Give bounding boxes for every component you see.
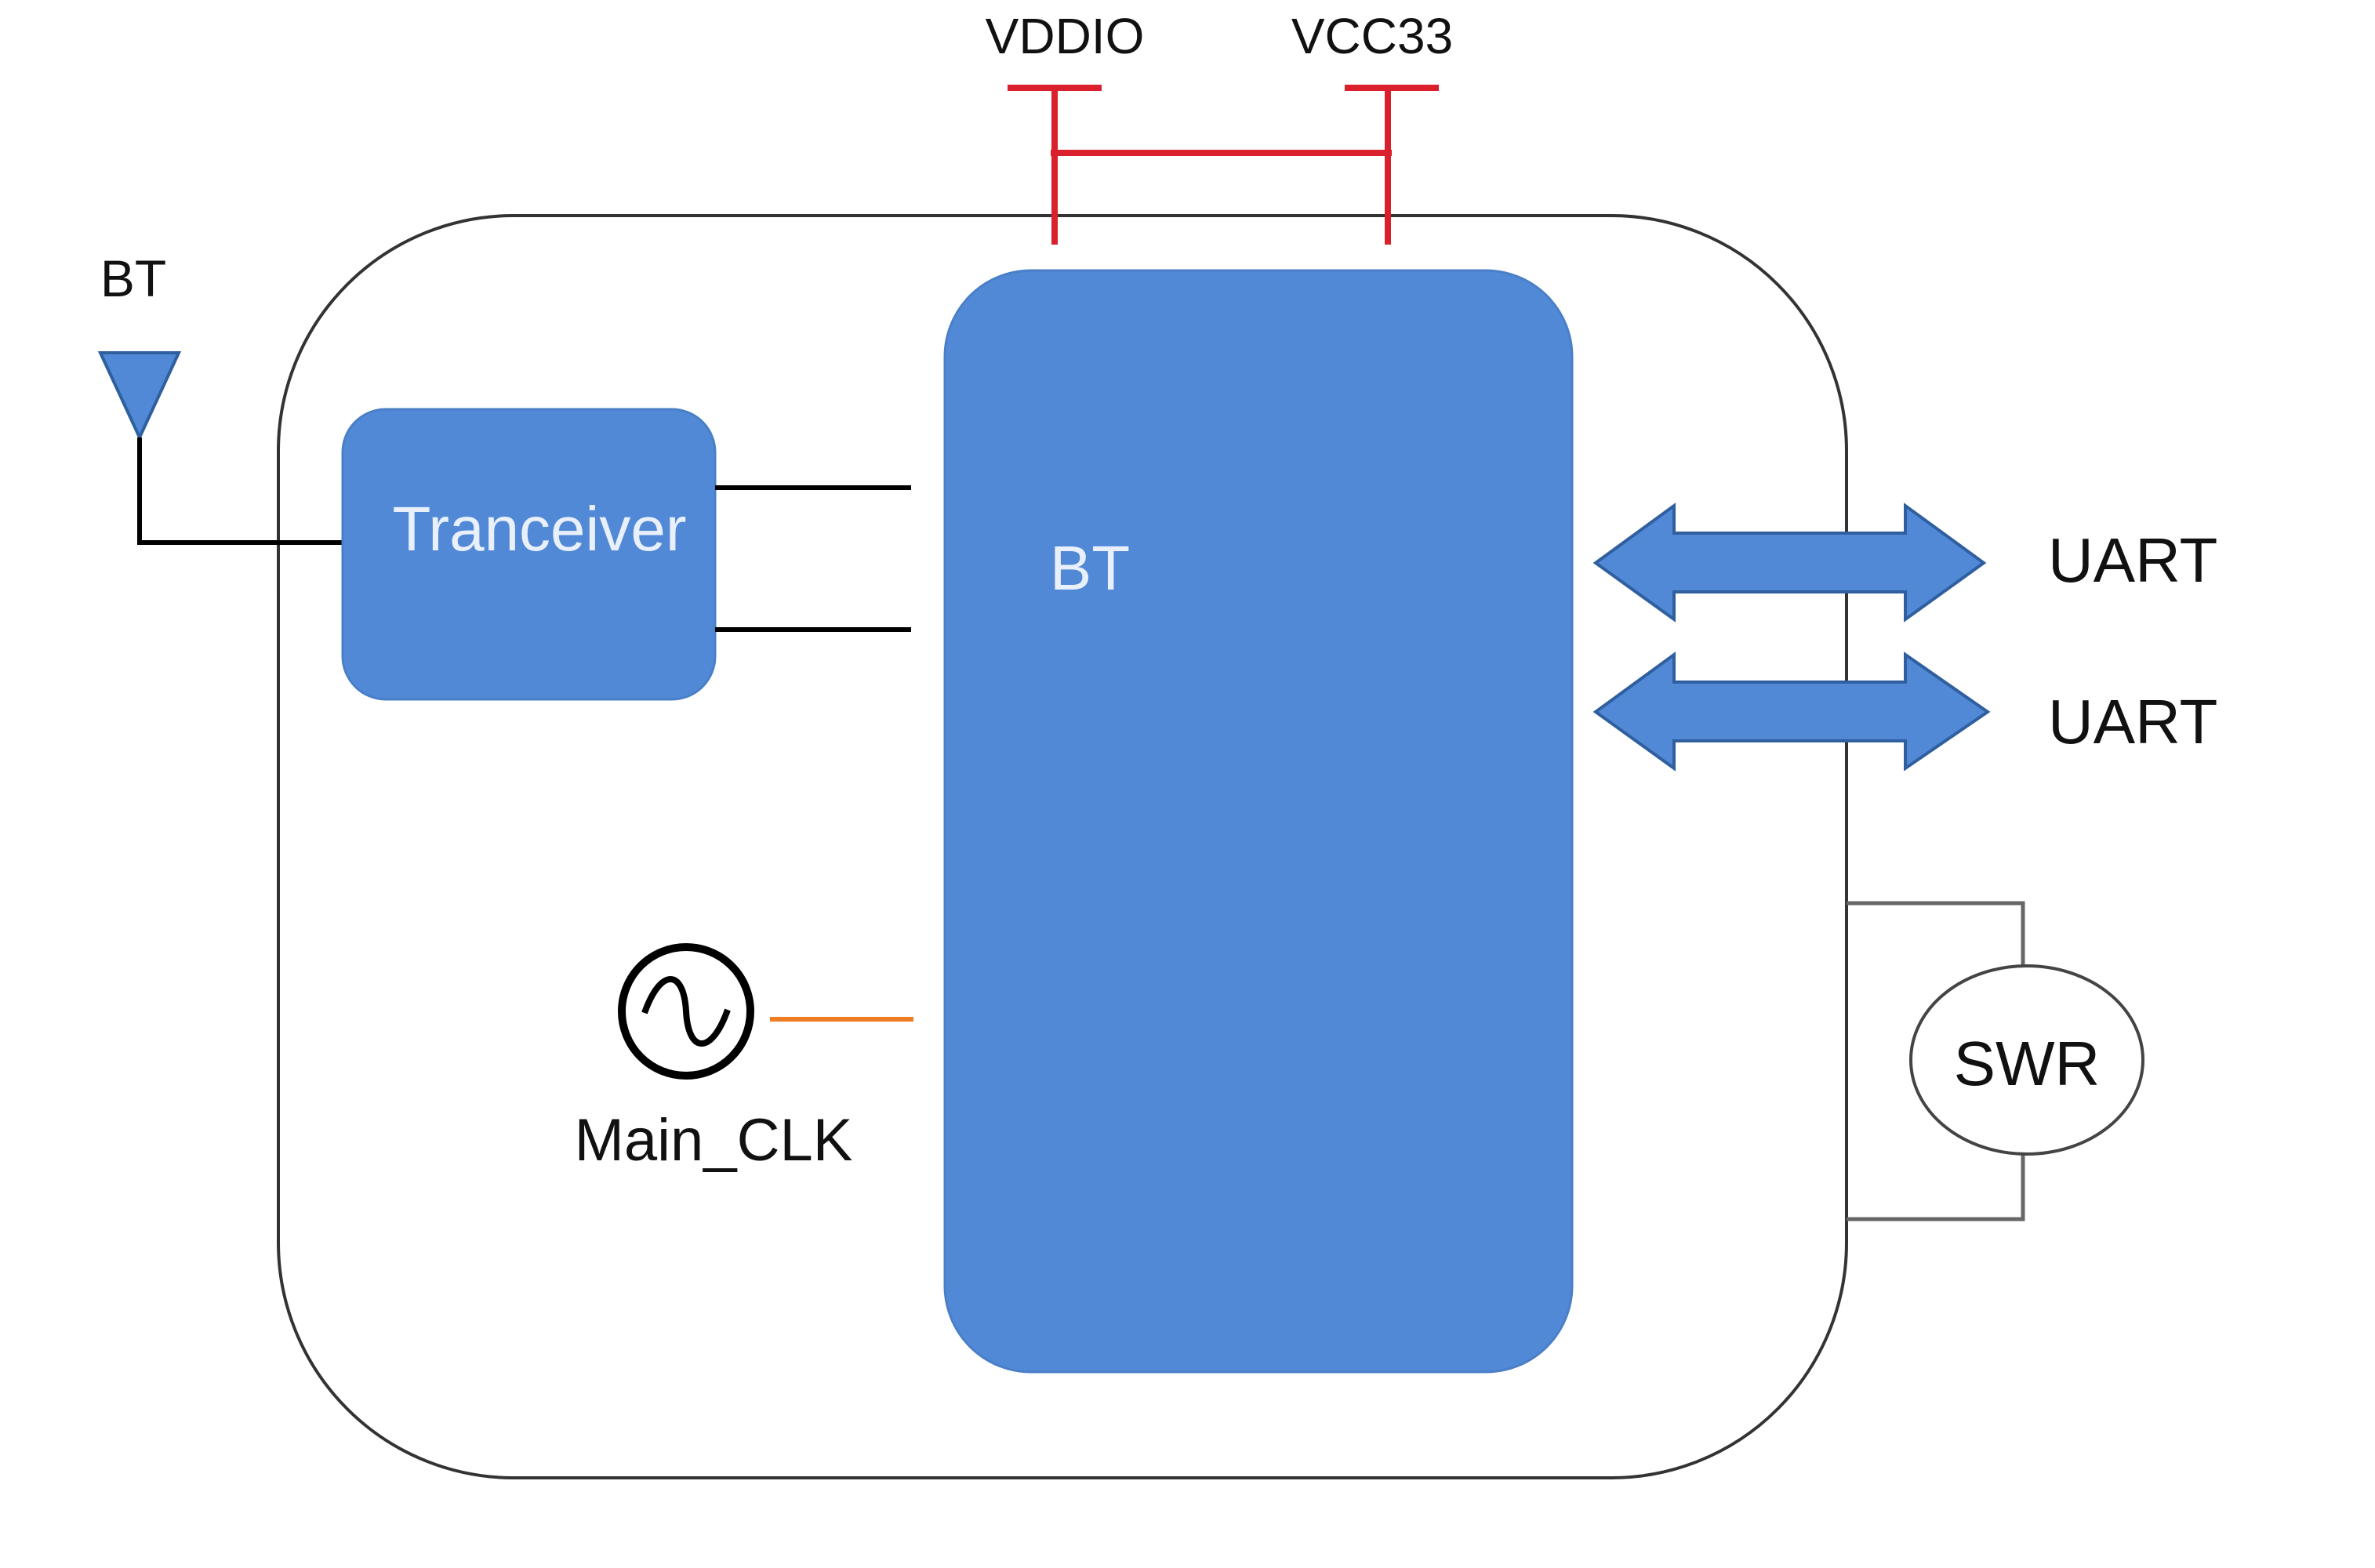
transceiver-block [341, 408, 717, 701]
bt-core-block [943, 269, 1574, 1374]
uart-bottom-label: UART [2048, 687, 2217, 757]
bt-core-label: BT [1050, 533, 1130, 603]
swr-link-bottom [1847, 1154, 2025, 1221]
power-rails [1008, 85, 1439, 245]
swr-label: SWR [1954, 1029, 2101, 1098]
vcc33-label: VCC33 [1291, 8, 1453, 64]
antenna-label: BT [100, 249, 166, 307]
main-clk-label: Main_CLK [575, 1107, 853, 1174]
uart-top-label: UART [2048, 525, 2217, 595]
uart-top-arrow [1592, 503, 1987, 622]
transceiver-label: Tranceiver [393, 494, 687, 564]
uart-bottom-arrow [1592, 652, 1991, 771]
vddio-label: VDDIO [986, 8, 1145, 64]
oscillator-icon [618, 943, 754, 1080]
antenna-icon [97, 351, 343, 545]
swr-link-top [1847, 901, 2025, 966]
swr-block [1909, 964, 2144, 1156]
